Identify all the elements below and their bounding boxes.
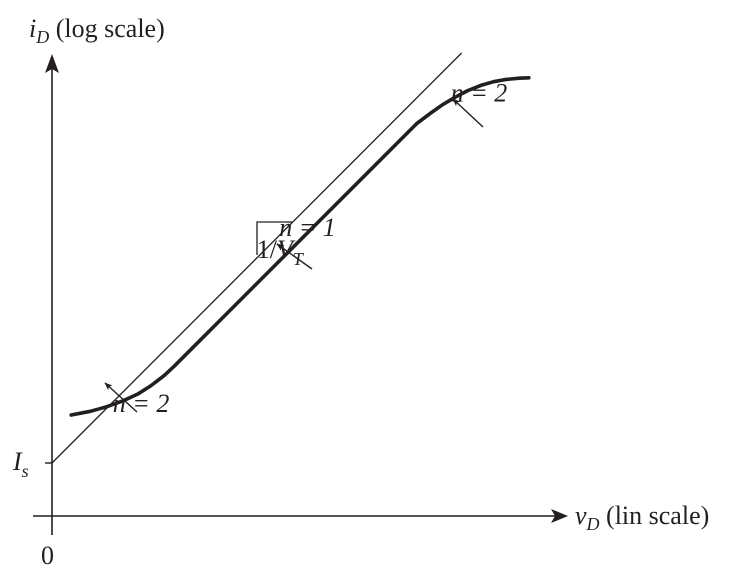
annotation-slope-sub: T <box>293 249 305 269</box>
arrow-n-mid <box>276 243 313 270</box>
slope-triangle <box>256 221 292 255</box>
series-asymptote-line <box>51 52 463 464</box>
annotation-n-mid: n = 1 <box>279 213 336 242</box>
x-axis-label: vD (lin scale) <box>575 501 709 534</box>
y-axis-sub: D <box>35 27 49 47</box>
x-tick-zero: 0 <box>41 541 54 570</box>
x-axis-arrow <box>551 509 568 523</box>
y-axis-var: i <box>29 14 36 43</box>
annotation-slope-var: V <box>277 235 296 264</box>
arrow-n-low <box>104 382 138 413</box>
x-axis-var: v <box>575 501 587 530</box>
annotation-n-top: n = 2 <box>451 78 508 107</box>
x-axis-sub: D <box>586 514 600 534</box>
y-axis-label: iD (log scale) <box>29 14 165 47</box>
arrow-n-top <box>452 98 484 128</box>
y-tick-sub: s <box>22 461 29 481</box>
annotation-n-low: n = 2 <box>113 389 170 418</box>
annotation-slope: 1/VT <box>257 235 305 269</box>
series-measured-curve <box>69 76 531 417</box>
y-axis-arrow <box>45 54 59 73</box>
y-axis-suffix: (log scale) <box>49 14 165 43</box>
annotation-slope-text: 1/ <box>257 235 278 264</box>
y-tick-main: I <box>12 447 23 476</box>
y-tick-is-label: Is <box>12 447 29 481</box>
x-axis-suffix: (lin scale) <box>600 501 710 530</box>
